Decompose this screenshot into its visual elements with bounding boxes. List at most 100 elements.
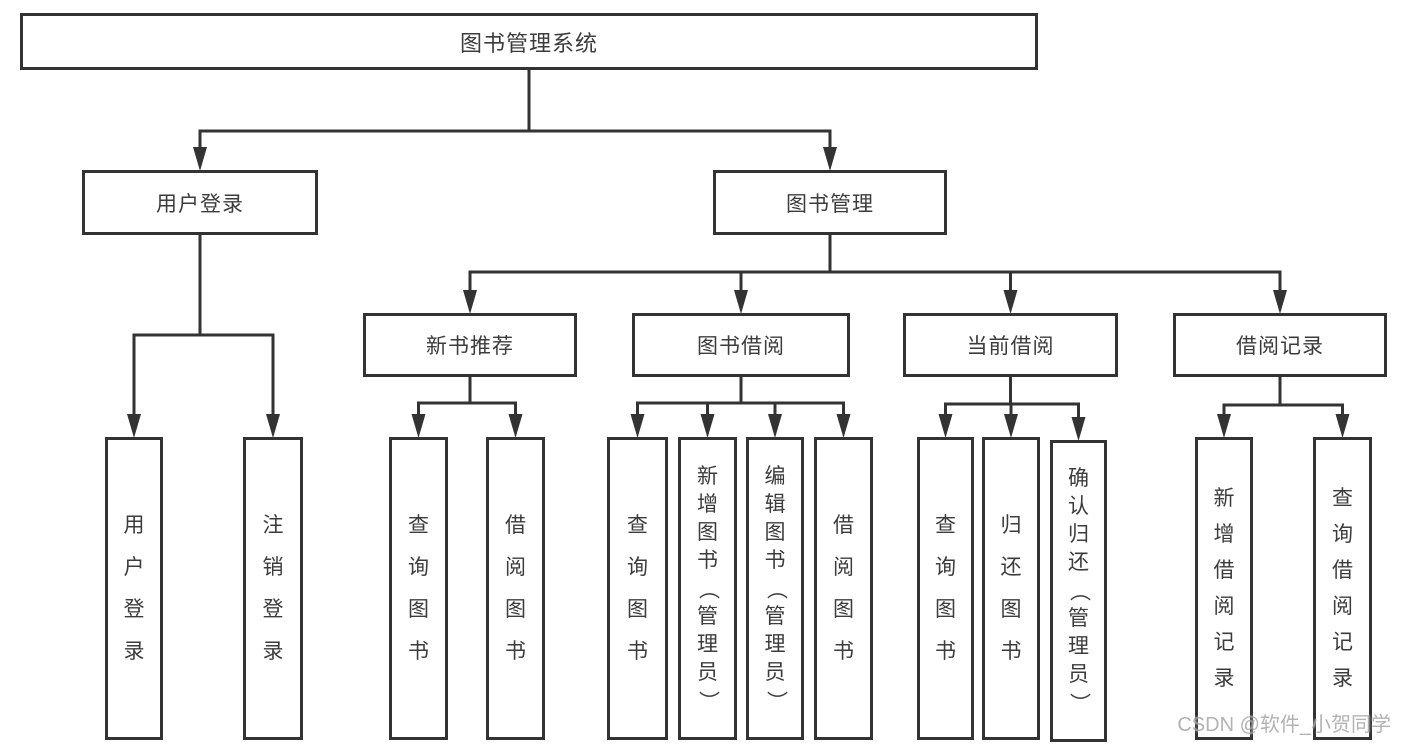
node-nb-borrow-char: 阅 [505, 555, 526, 579]
node-nb-query-char: 图 [408, 597, 429, 621]
node-bb-borrow-char: 书 [833, 639, 854, 663]
node-br-query-char: 询 [1332, 522, 1353, 546]
node-nb-query-char: 询 [408, 555, 429, 579]
node-bb-add-char: 员 [697, 660, 718, 684]
node-br-add-char: 增 [1213, 522, 1235, 546]
node-cb-query-char: 书 [935, 639, 956, 663]
node-cb-return: 归还图书 [982, 437, 1040, 740]
node-cb-confirm-char: ） [1067, 692, 1091, 714]
node-br-add-char: 录 [1213, 666, 1235, 690]
node-br-query-char: 查 [1332, 486, 1353, 510]
node-cb-confirm-char: 确 [1068, 467, 1089, 490]
node-bb-edit: 编辑图书（管理员） [746, 437, 804, 740]
node-nb-query-char: 查 [408, 513, 429, 537]
node-bb-edit-char: 书 [764, 548, 786, 572]
node-cb-confirm-char: 归 [1068, 523, 1089, 546]
arrowhead [836, 414, 851, 438]
node-cb-query-char: 查 [935, 513, 956, 537]
node-br-query-char: 阅 [1332, 594, 1353, 618]
arrowhead [630, 414, 645, 438]
node-login-char: 录 [123, 639, 145, 663]
node-borrow-records: 借阅记录 [1173, 313, 1387, 377]
arrowhead [1335, 414, 1350, 438]
node-bb-query-char: 书 [627, 639, 648, 663]
arrowhead [1004, 414, 1018, 438]
node-bb-add: 新增图书（管理员） [678, 437, 737, 740]
arrowhead [1217, 414, 1231, 438]
node-login-char: 户 [123, 555, 145, 579]
node-label: 图书管理 [786, 192, 874, 216]
node-bb-edit-char: ） [764, 690, 787, 711]
arrowhead [127, 414, 141, 438]
node-book-mgmt: 图书管理 [713, 170, 947, 235]
node-label: 当前借阅 [966, 335, 1055, 358]
node-cb-confirm-char: （ [1067, 580, 1091, 602]
node-bb-borrow-char: 阅 [833, 555, 854, 579]
node-cb-confirm-char: 还 [1068, 551, 1089, 574]
node-bb-add-char: 管 [697, 604, 718, 628]
arrowhead [1273, 290, 1287, 314]
node-cb-confirm: 确认归还（管理员） [1050, 440, 1107, 742]
node-bb-add-char: 图 [697, 520, 718, 544]
node-label: 图书借阅 [697, 335, 785, 358]
node-bb-edit-char: 编 [764, 464, 786, 488]
node-login: 用户登录 [105, 437, 163, 740]
node-new-book-rec: 新书推荐 [363, 313, 577, 377]
node-nb-borrow-char: 书 [505, 639, 526, 663]
arrowhead [411, 414, 426, 438]
node-bb-borrow-char: 图 [833, 597, 854, 621]
arrowhead [1071, 417, 1086, 441]
node-bb-add-char: 增 [697, 492, 718, 516]
node-br-add-char: 记 [1213, 630, 1235, 654]
node-bb-query-char: 查 [627, 513, 648, 537]
arrowhead [823, 147, 837, 171]
node-cb-return-char: 还 [1000, 555, 1022, 579]
node-cb-confirm-char: 员 [1068, 663, 1089, 686]
arrowhead [508, 414, 523, 438]
node-br-add-char: 新 [1213, 486, 1235, 510]
arrowhead [768, 414, 782, 438]
arrowhead [734, 290, 748, 314]
node-bb-borrow: 借阅图书 [814, 437, 873, 740]
node-bb-edit-char: 理 [764, 632, 786, 656]
node-bb-edit-char: 员 [764, 660, 786, 684]
node-bb-query-char: 图 [627, 597, 648, 621]
node-cb-query-char: 询 [935, 555, 956, 579]
node-current-borrow: 当前借阅 [903, 313, 1118, 377]
node-bb-edit-char: 辑 [764, 492, 786, 516]
arrowhead [463, 290, 477, 314]
node-bb-add-char: ） [696, 690, 720, 711]
node-nb-query: 查询图书 [389, 437, 448, 740]
node-br-query-char: 录 [1332, 666, 1353, 690]
node-label: 图书管理系统 [459, 30, 598, 56]
arrowhead [266, 414, 280, 438]
node-br-query: 查询借阅记录 [1313, 437, 1372, 740]
node-cb-return-char: 书 [1000, 639, 1022, 663]
node-bb-borrow-char: 借 [833, 513, 854, 537]
node-logout-char: 注 [262, 513, 284, 537]
node-label: 借阅记录 [1236, 335, 1324, 358]
node-cb-return-char: 归 [1000, 513, 1022, 537]
arrowhead [938, 414, 953, 438]
node-cb-confirm-char: 管 [1068, 607, 1089, 630]
node-login-char: 用 [123, 513, 145, 537]
node-bb-edit-char: 管 [764, 604, 786, 628]
node-book-borrow: 图书借阅 [632, 313, 850, 377]
node-bb-edit-char: 图 [764, 520, 786, 544]
node-cb-confirm-char: 认 [1068, 495, 1089, 518]
node-bb-add-char: 书 [697, 548, 718, 572]
node-label: 新书推荐 [426, 335, 514, 358]
node-bb-add-char: 新 [697, 464, 718, 488]
node-bb-add-char: 理 [697, 632, 718, 656]
arrowhead [1003, 290, 1018, 314]
arrowhead [193, 147, 207, 171]
node-user-login: 用户登录 [82, 170, 318, 235]
node-bb-query-char: 询 [627, 555, 648, 579]
node-cb-return-char: 图 [1000, 597, 1022, 621]
node-bb-query: 查询图书 [607, 437, 668, 740]
node-br-query-char: 记 [1332, 630, 1353, 654]
node-br-add-char: 阅 [1213, 594, 1235, 618]
node-logout-char: 录 [262, 639, 284, 663]
